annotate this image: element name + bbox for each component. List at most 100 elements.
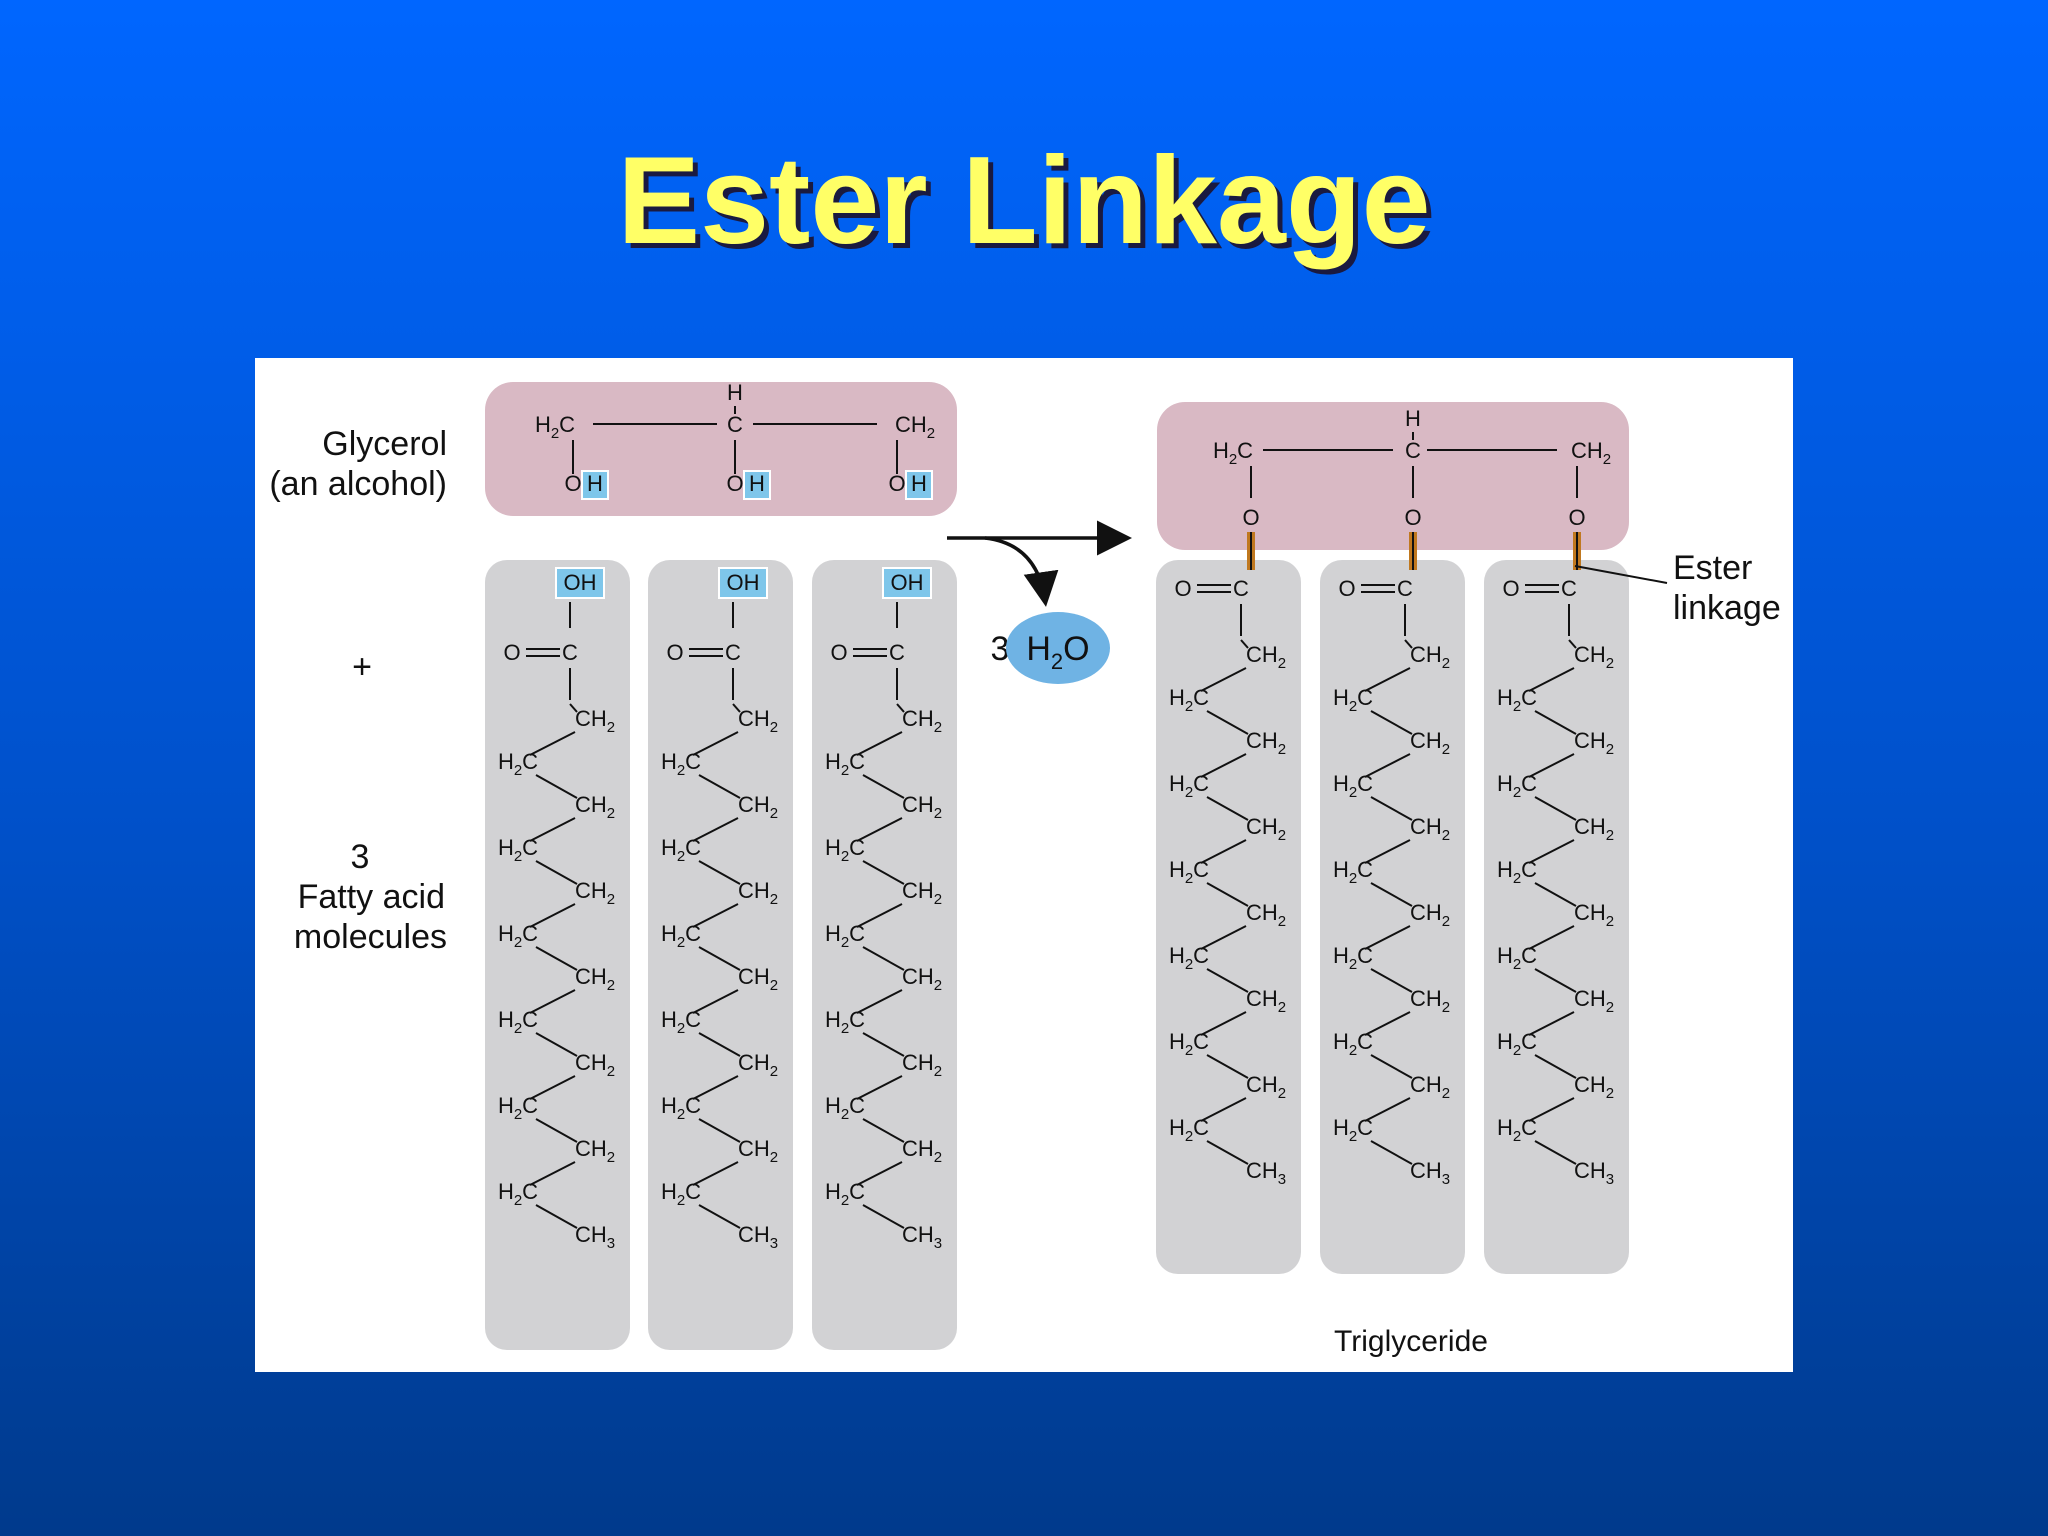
- fatty-acid-3-oh-highlight: [882, 567, 932, 599]
- triglyceride-chain-2-methylene: CH2: [1410, 814, 1450, 844]
- triglyceride-chain-1-chain-bond: [1240, 639, 1249, 649]
- triglyceride-chain-1-methylene: H2C: [1169, 1115, 1209, 1145]
- triglyceride-chain-3-carbonyl-oxygen: O: [1502, 576, 1519, 601]
- fatty-acid-1-chain-bond: [529, 731, 576, 756]
- fatty-acid-2-chain-bond: [692, 731, 739, 756]
- triglyceride-chain-1-methylene: CH2: [1246, 986, 1286, 1016]
- fatty-acid-3-chain-bond: [856, 817, 903, 842]
- fatty-acid-3-methylene: H2C: [825, 835, 865, 865]
- triglyceride-chain-1-methylene: CH2: [1246, 900, 1286, 930]
- fatty-acid-1-methylene: CH2: [575, 1050, 615, 1080]
- fatty-acid-2-chain-bond: [698, 1118, 741, 1143]
- tg-ester-oxygen-2: O: [1404, 505, 1421, 530]
- triglyceride-chain-2-methyl: CH3: [1410, 1158, 1450, 1188]
- triglyceride-chain-1-chain-bond: [1200, 667, 1247, 692]
- triglyceride-chain-2-chain-bond: [1364, 667, 1411, 692]
- triglyceride-chain-3-methylene: CH2: [1574, 1072, 1614, 1102]
- tg-ester-oxygen-1: O: [1242, 505, 1259, 530]
- triglyceride-chain-3-methylene: CH2: [1574, 900, 1614, 930]
- triglyceride-chain-3-chain-bond: [1534, 968, 1577, 993]
- triglyceride-chain-2-chain-bond: [1370, 882, 1413, 907]
- fatty-acid-2-methylene: CH2: [738, 1050, 778, 1080]
- triglyceride-chain-1-chain-bond: [1206, 710, 1249, 735]
- water-bubble: [1006, 612, 1110, 684]
- triglyceride-chain-3-methylene: CH2: [1574, 642, 1614, 672]
- fatty-acid-3-methylene: CH2: [902, 1050, 942, 1080]
- triglyceride-chain-3-methylene: H2C: [1497, 1115, 1537, 1145]
- triglyceride-chain-2-methylene: CH2: [1410, 1072, 1450, 1102]
- fatty-acid-3-methylene: CH2: [902, 706, 942, 736]
- triglyceride-chain-3-methylene: CH2: [1574, 986, 1614, 1016]
- fatty-acid-2-methylene: H2C: [661, 921, 701, 951]
- hydroxyl-h-highlight-2: [743, 470, 771, 500]
- triglyceride-chain-2-methylene: H2C: [1333, 771, 1373, 801]
- fatty-acid-2-chain-bond: [698, 774, 741, 799]
- glycerol-hydroxyl-h-1: H: [587, 471, 603, 496]
- triglyceride-chain-1-methylene: H2C: [1169, 943, 1209, 973]
- triglyceride-chain-2-methylene: CH2: [1410, 900, 1450, 930]
- triglyceride-chain-3-chain-bond: [1528, 839, 1575, 864]
- triglyceride-chain-1-chain-bond: [1200, 1097, 1247, 1122]
- triglyceride-chain-2-chain-bond: [1370, 796, 1413, 821]
- fatty-acid-3-methylene: CH2: [902, 792, 942, 822]
- fatty-acid-3-methylene: CH2: [902, 878, 942, 908]
- fatty-acid-2-hydroxyl: OH: [727, 570, 760, 595]
- triglyceride-chain-3-chain-bond: [1534, 1140, 1577, 1165]
- triglyceride-chain-1-chain-bond: [1206, 796, 1249, 821]
- glycerol-oxygen-2: O: [726, 471, 743, 496]
- fatty-acid-2-methyl: CH3: [738, 1222, 778, 1252]
- triglyceride-chain-2-chain-bond: [1364, 1097, 1411, 1122]
- triglyceride-chain-3-methylene: H2C: [1497, 685, 1537, 715]
- triglyceride-chain-2-chain-bond: [1370, 1054, 1413, 1079]
- hydroxyl-h-highlight-1: [581, 470, 609, 500]
- glycerol-box: [485, 382, 957, 516]
- fatty-acid-3-chain-bond: [856, 989, 903, 1014]
- hydroxyl-h-highlight-3: [905, 470, 933, 500]
- fatty-acid-3-methylene: H2C: [825, 1093, 865, 1123]
- fatty-acid-1-methylene: CH2: [575, 964, 615, 994]
- triglyceride-chain-1-chain-bond: [1200, 839, 1247, 864]
- fatty-acid-2-chain-bond: [692, 903, 739, 928]
- fatty-acid-2-methylene: CH2: [738, 706, 778, 736]
- fatty-acid-3-chain-bond: [862, 1032, 905, 1057]
- fatty-acid-3-chain-bond: [856, 1075, 903, 1100]
- plus-sign: +: [352, 648, 372, 686]
- fatty-acid-1-chain-bond: [535, 1032, 578, 1057]
- fatty-acid-2-methylene: H2C: [661, 1093, 701, 1123]
- triglyceride-chain-3-methylene: CH2: [1574, 728, 1614, 758]
- fatty-acid-2-chain-bond: [698, 1204, 741, 1229]
- triglyceride-chain-1-methylene: H2C: [1169, 771, 1209, 801]
- glycerol-hydroxyl-h-3: H: [911, 471, 927, 496]
- fatty-acid-2-methylene: H2C: [661, 1007, 701, 1037]
- fatty-acid-1-chain-bond: [535, 774, 578, 799]
- fatty-acid-1-chain-bond: [529, 903, 576, 928]
- triglyceride-chain-2-chain-bond: [1404, 639, 1413, 649]
- triglyceride-chain-2-chain-bond: [1370, 1140, 1413, 1165]
- glycerol-carbon-1: H2C: [535, 412, 575, 442]
- triglyceride-chain-1-methylene: CH2: [1246, 1072, 1286, 1102]
- tg-glycerol-carbon-2: C: [1405, 438, 1421, 463]
- triglyceride-chain-3-chain-bond: [1528, 1097, 1575, 1122]
- tg-glycerol-hydrogen: H: [1405, 406, 1421, 431]
- fatty-acid-1-methylene: H2C: [498, 1093, 538, 1123]
- fatty-acid-1-methylene: H2C: [498, 1179, 538, 1209]
- tg-glycerol-carbon-1: H2C: [1213, 438, 1253, 468]
- triglyceride-chain-2-methylene: H2C: [1333, 857, 1373, 887]
- triglyceride-chain-3-chain-bond: [1534, 1054, 1577, 1079]
- fatty-acid-2-methylene: CH2: [738, 964, 778, 994]
- triglyceride-chain-3-chain-bond: [1528, 667, 1575, 692]
- fatty-acid-3-carbonyl-carbon: C: [889, 640, 905, 665]
- ester-linkage-pointer: [1574, 565, 1668, 584]
- triglyceride-chain-3-chain-bond: [1568, 639, 1577, 649]
- fatty-acid-1-box: [485, 560, 630, 1350]
- triglyceride-chain-2-methylene: H2C: [1333, 685, 1373, 715]
- triglyceride-chain-2-methylene: H2C: [1333, 1029, 1373, 1059]
- triglyceride-chain-1-methylene: CH2: [1246, 642, 1286, 672]
- fatty-acid-2-oh-highlight: [718, 567, 768, 599]
- fatty-acid-2-carbonyl-carbon: C: [725, 640, 741, 665]
- triglyceride-chain-3-methylene: H2C: [1497, 857, 1537, 887]
- tg-glycerol-carbon-3: CH2: [1571, 438, 1611, 468]
- fatty-acid-1-chain-bond: [535, 860, 578, 885]
- fatty-acid-3-chain-bond: [896, 703, 905, 713]
